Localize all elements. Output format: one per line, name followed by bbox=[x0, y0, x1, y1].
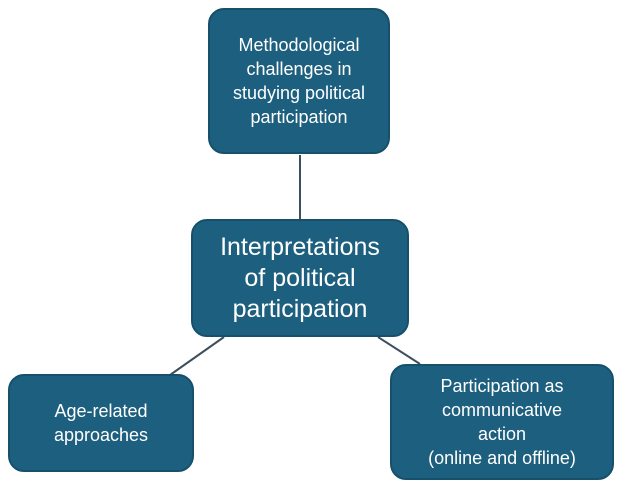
node-methodological-challenges: Methodological challenges in studying po… bbox=[208, 8, 390, 154]
node-communicative-action: Participation as communicative action (o… bbox=[390, 364, 614, 480]
node-interpretations: Interpretations of political participati… bbox=[191, 219, 409, 337]
node-label: Participation as communicative action (o… bbox=[428, 376, 576, 468]
connector-center-left bbox=[169, 336, 225, 376]
connector-center-right bbox=[377, 336, 421, 365]
node-label: Methodological challenges in studying po… bbox=[232, 35, 366, 127]
node-label: Age-related approaches bbox=[53, 401, 149, 445]
node-label: Interpretations of political participati… bbox=[220, 232, 380, 323]
node-age-related-approaches: Age-related approaches bbox=[8, 374, 194, 472]
